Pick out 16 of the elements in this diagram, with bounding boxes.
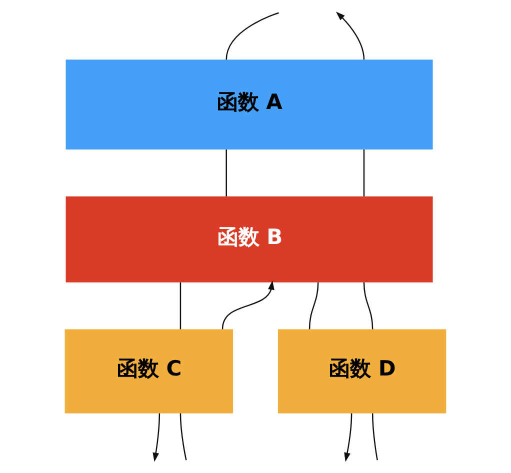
connector (363, 150, 365, 196)
arrow (336, 12, 365, 60)
node-box: 函数 C (64, 329, 234, 414)
connector (180, 413, 187, 460)
arrow (152, 413, 160, 462)
connector (363, 282, 374, 330)
arrow (344, 413, 352, 462)
connector (226, 12, 279, 60)
node-box: 函数 A (66, 60, 433, 150)
node-box: 函数 D (278, 329, 446, 414)
connector (226, 150, 227, 196)
connector (180, 282, 182, 330)
arrow (222, 280, 274, 330)
connector (308, 282, 319, 330)
connector (372, 413, 378, 460)
node-box: 函数 B (66, 196, 433, 282)
